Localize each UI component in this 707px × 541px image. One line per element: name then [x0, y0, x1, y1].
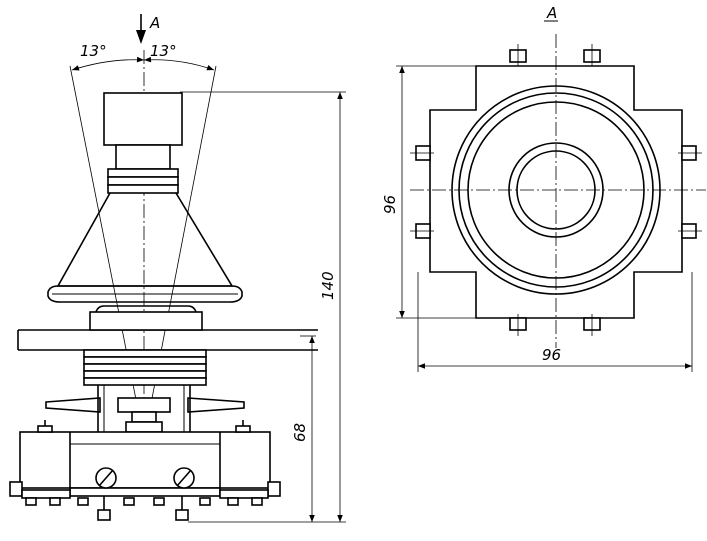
view-marker-label: A: [149, 14, 160, 32]
angle-right-label: 13°: [150, 42, 177, 60]
dim-96-vertical-label: 96: [381, 195, 399, 214]
bottom-terminals: [9, 481, 281, 521]
dim-68-label: 68: [291, 423, 309, 442]
angle-left-label: 13°: [80, 42, 107, 60]
mounting-panel: [17, 329, 318, 351]
view-direction-arrow: A: [136, 14, 160, 44]
top-view: A: [381, 4, 706, 372]
ear-bolts-left: [410, 145, 434, 239]
body-rings: [83, 349, 207, 386]
ear-bolts-top: [509, 44, 601, 66]
dimension-68: 68: [291, 335, 316, 522]
dimension-140: 140: [180, 91, 346, 523]
dim-96-horizontal-label: 96: [542, 346, 561, 364]
terminal-screw-right: [173, 467, 195, 489]
ear-bolts-right: [678, 145, 702, 239]
contact-block: [19, 431, 271, 497]
dim-140-label: 140: [319, 271, 337, 300]
top-view-label: A: [546, 4, 557, 22]
ear-bolts-bottom: [509, 314, 601, 336]
handle-knob: [103, 92, 183, 146]
mounting-nut: [89, 311, 203, 331]
rubber-boot: [47, 192, 243, 303]
collar-rings: [107, 168, 179, 194]
side-view: A 13° 13°: [9, 14, 346, 523]
top-terminal-screws: [37, 420, 251, 433]
switch-mechanism: [45, 385, 245, 433]
dimension-96-vertical: 96: [381, 65, 476, 319]
handle-neck: [115, 144, 171, 170]
terminal-screw-left: [95, 467, 117, 489]
dimension-96-horizontal: 96: [417, 272, 693, 372]
cross-housing: [429, 65, 683, 319]
